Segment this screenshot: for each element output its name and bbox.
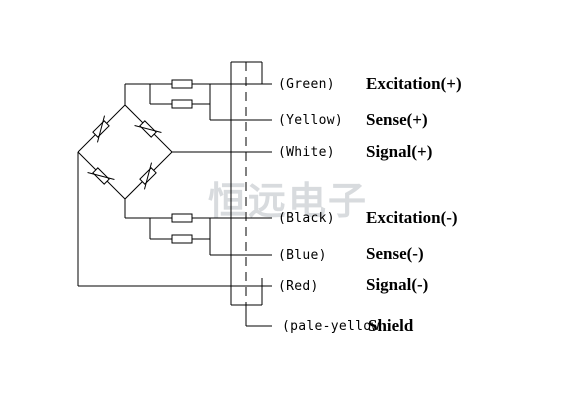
excitation-positive-label: Excitation(+): [366, 74, 462, 93]
shield-wire: [245, 305, 272, 327]
watermark-text: 恒远电子: [208, 178, 368, 223]
negative-excitation-branch: [124, 199, 272, 256]
positive-excitation-branch: [124, 79, 272, 121]
yellow-wire-label: (Yellow): [278, 113, 343, 128]
wheatstone-bridge: [77, 104, 173, 200]
strain-gauge-bottom-right: [139, 162, 157, 190]
strain-gauge-top-left: [92, 115, 110, 143]
blue-wire-label: (Blue): [278, 248, 327, 263]
excitation-negative-label: Excitation(-): [366, 208, 458, 227]
strain-gauge-top-right: [134, 120, 162, 138]
compensation-resistor-4: [171, 234, 193, 244]
pale-yellow-wire-label: (pale-yellow: [282, 319, 380, 334]
shield-label: Shield: [368, 316, 414, 335]
black-wire-label: (Black): [278, 211, 335, 226]
strain-gauge-bottom-left: [87, 167, 115, 185]
red-wire-label: (Red): [278, 279, 319, 294]
compensation-resistor-1: [171, 79, 193, 89]
signal-negative-wire: [77, 152, 272, 287]
signal-negative-label: Signal(-): [366, 275, 428, 294]
white-wire-label: (White): [278, 145, 335, 160]
green-wire-label: (Green): [278, 77, 335, 92]
sense-negative-label: Sense(-): [366, 244, 424, 263]
compensation-resistor-2: [171, 99, 193, 109]
signal-positive-label: Signal(+): [366, 142, 432, 161]
compensation-resistor-3: [171, 213, 193, 223]
sense-positive-label: Sense(+): [366, 110, 428, 129]
